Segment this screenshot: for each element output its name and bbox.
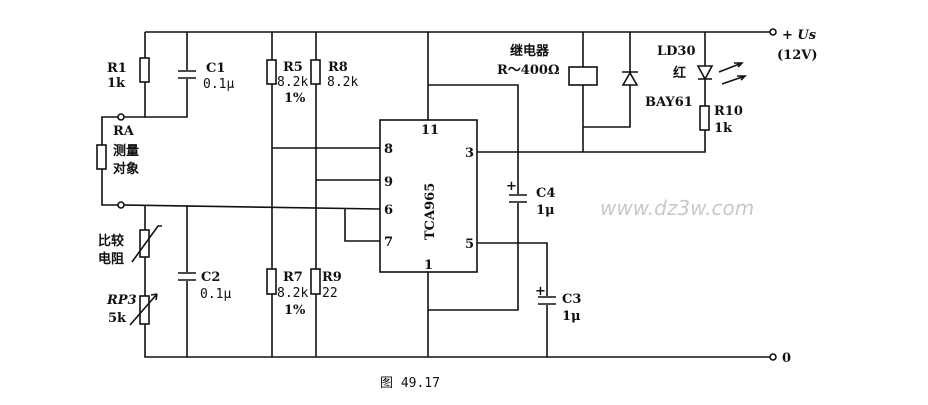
r10-value: 1k <box>714 121 733 136</box>
supply-voltage: (12V) <box>777 48 817 63</box>
r9-resistor <box>310 268 321 295</box>
supply-label: + Us <box>782 28 817 43</box>
rp3-potentiometer <box>139 295 150 325</box>
rp3-value: 5k <box>108 311 127 326</box>
ra-resistor <box>96 144 107 170</box>
figure-caption: 图 49.17 <box>380 376 440 391</box>
c3-plus: + <box>535 284 546 299</box>
pin-3: 3 <box>465 146 474 161</box>
led-light-arrows <box>718 62 747 85</box>
ra-terminal-top <box>117 113 125 121</box>
c3-value: 1μ <box>562 309 581 324</box>
capacitors <box>178 70 556 305</box>
pin-6: 6 <box>384 203 393 218</box>
ic-label: TCA965 <box>423 183 438 240</box>
watermark: www.dz3w.com <box>600 196 754 220</box>
led-ld30 <box>696 65 714 81</box>
led-label: LD30 <box>657 44 696 59</box>
thermistor-desc1: 比较 <box>98 233 124 249</box>
r5-resistor <box>266 59 277 85</box>
r1-value: 1k <box>107 76 126 91</box>
diode-label: BAY61 <box>645 95 693 110</box>
r1-resistor <box>139 57 150 83</box>
r1-label: R1 <box>107 61 127 76</box>
r7-tol: 1% <box>284 303 306 318</box>
ground-label: 0 <box>782 351 791 366</box>
c1-label: C1 <box>206 61 225 76</box>
r5-value: 8.2k <box>277 75 308 90</box>
ground-terminal <box>769 353 777 361</box>
r5-tol: 1% <box>284 91 306 106</box>
pin-1: 1 <box>424 258 433 273</box>
rp3-arrow <box>129 293 158 326</box>
pin-11: 11 <box>421 123 439 138</box>
led-color: 红 <box>673 65 686 81</box>
r9-label: R9 <box>322 270 342 285</box>
pin-9: 9 <box>384 175 393 190</box>
r8-resistor <box>310 59 321 85</box>
ra-desc2: 对象 <box>113 161 139 177</box>
c3-label: C3 <box>562 292 581 307</box>
pin-8: 8 <box>384 142 393 157</box>
relay-value: R～400Ω <box>497 63 560 78</box>
thermistor-desc2: 电阻 <box>98 251 124 267</box>
r10-resistor <box>699 105 710 131</box>
c4-value: 1μ <box>536 203 555 218</box>
c4-label: C4 <box>536 186 555 201</box>
c4-plus: + <box>506 179 517 194</box>
ra-desc1: 测量 <box>113 143 139 159</box>
c1-value: 0.1μ <box>203 77 234 92</box>
supply-terminal <box>769 28 777 36</box>
relay-coil <box>568 66 598 86</box>
ra-terminal-bottom <box>117 201 125 209</box>
relay-label: 继电器 <box>510 43 550 59</box>
r8-value: 8.2k <box>327 75 358 90</box>
r9-value: 22 <box>322 286 338 301</box>
r7-label: R7 <box>283 270 303 285</box>
pin-7: 7 <box>384 235 393 250</box>
c2-label: C2 <box>201 270 220 285</box>
r8-label: R8 <box>328 60 348 75</box>
r10-label: R10 <box>714 104 743 119</box>
r7-value: 8.2k <box>277 286 308 301</box>
r5-label: R5 <box>283 60 303 75</box>
pin-5: 5 <box>465 237 474 252</box>
thermistor-arrow <box>131 225 162 263</box>
r7-resistor <box>266 268 277 295</box>
ic-tca965 <box>379 119 478 273</box>
diode-bay61 <box>621 71 639 86</box>
rp3-label: RP3 <box>106 293 137 308</box>
ra-label: RA <box>113 124 135 139</box>
c2-value: 0.1μ <box>200 287 231 302</box>
